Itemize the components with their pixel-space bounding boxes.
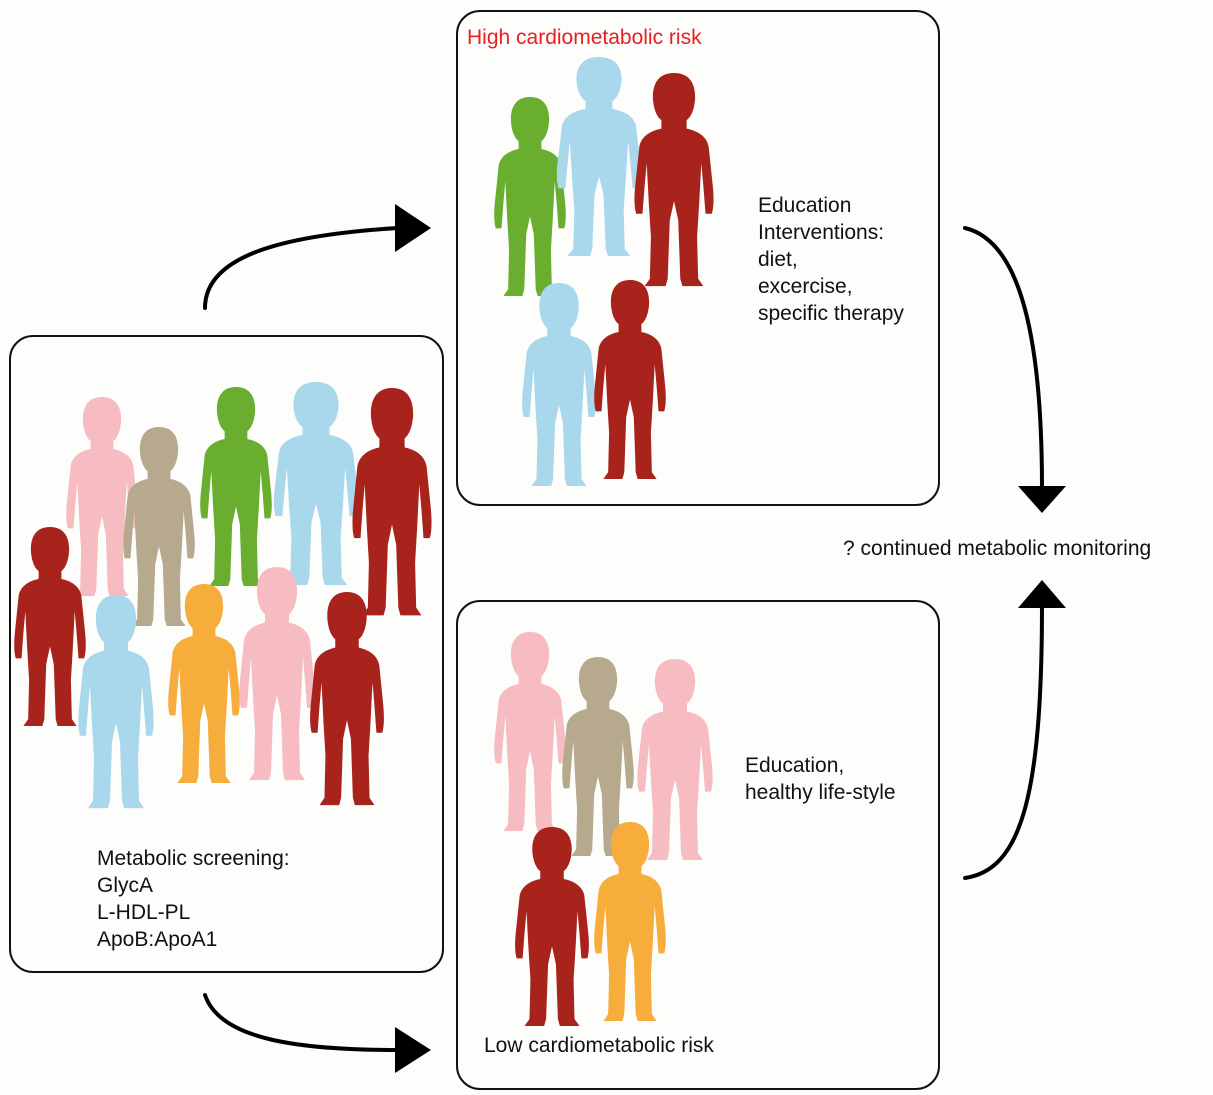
child-figure-green bbox=[200, 387, 272, 586]
child-figure-pink bbox=[637, 659, 713, 860]
child-figure-red bbox=[515, 827, 589, 1026]
child-figure-blue bbox=[78, 595, 154, 809]
screening-marker: GlycA bbox=[97, 874, 154, 897]
arrowhead-up bbox=[1018, 580, 1066, 608]
arrow-high-to-monitoring bbox=[963, 226, 1044, 490]
low-risk-figures bbox=[494, 632, 713, 1026]
screening-marker: ApoB:ApoA1 bbox=[97, 928, 218, 951]
intervention-line: Education, bbox=[745, 754, 845, 777]
intervention-line: diet, bbox=[758, 248, 798, 271]
high-risk-figures bbox=[494, 57, 714, 486]
arrowheads bbox=[395, 204, 1066, 1073]
child-figure-blue bbox=[556, 57, 642, 256]
high-risk-title: High cardiometabolic risk bbox=[467, 26, 702, 49]
child-figure-red bbox=[352, 388, 432, 616]
arrow-low-to-monitoring bbox=[963, 603, 1044, 880]
screening-figures bbox=[14, 382, 432, 809]
child-figure-red bbox=[634, 73, 714, 287]
monitoring-label: ? continued metabolic monitoring bbox=[843, 537, 1152, 560]
screening-marker: L-HDL-PL bbox=[97, 901, 191, 924]
intervention-line: Education bbox=[758, 194, 852, 217]
arrowhead-down bbox=[1018, 486, 1066, 513]
arrowhead-right-top bbox=[395, 204, 431, 252]
child-figure-red bbox=[14, 527, 86, 726]
low-risk-interventions: Education, healthy life-style bbox=[745, 752, 896, 806]
child-figure-pink bbox=[494, 632, 566, 831]
screening-text: Metabolic screening: GlycA L-HDL-PL ApoB… bbox=[97, 845, 290, 953]
screening-heading: Metabolic screening: bbox=[97, 847, 290, 870]
intervention-line: specific therapy bbox=[758, 302, 904, 325]
arrow-to-high-risk bbox=[203, 226, 400, 310]
child-figure-pink bbox=[239, 567, 315, 781]
child-figure-pink bbox=[66, 397, 138, 596]
child-figure-red bbox=[310, 592, 384, 806]
intervention-line: healthy life-style bbox=[745, 781, 896, 804]
child-figure-blue bbox=[522, 283, 596, 486]
intervention-line: excercise, bbox=[758, 275, 853, 298]
high-risk-interventions: Education Interventions: diet, excercise… bbox=[758, 192, 904, 327]
child-figure-green bbox=[494, 97, 566, 296]
child-figure-blue bbox=[273, 382, 359, 585]
arrowhead-right-bottom bbox=[395, 1027, 431, 1073]
low-risk-title: Low cardiometabolic risk bbox=[484, 1034, 714, 1057]
arrows bbox=[203, 226, 1044, 1052]
intervention-line: Interventions: bbox=[758, 221, 885, 244]
arrow-to-low-risk bbox=[203, 993, 400, 1052]
child-figure-red bbox=[594, 280, 666, 479]
